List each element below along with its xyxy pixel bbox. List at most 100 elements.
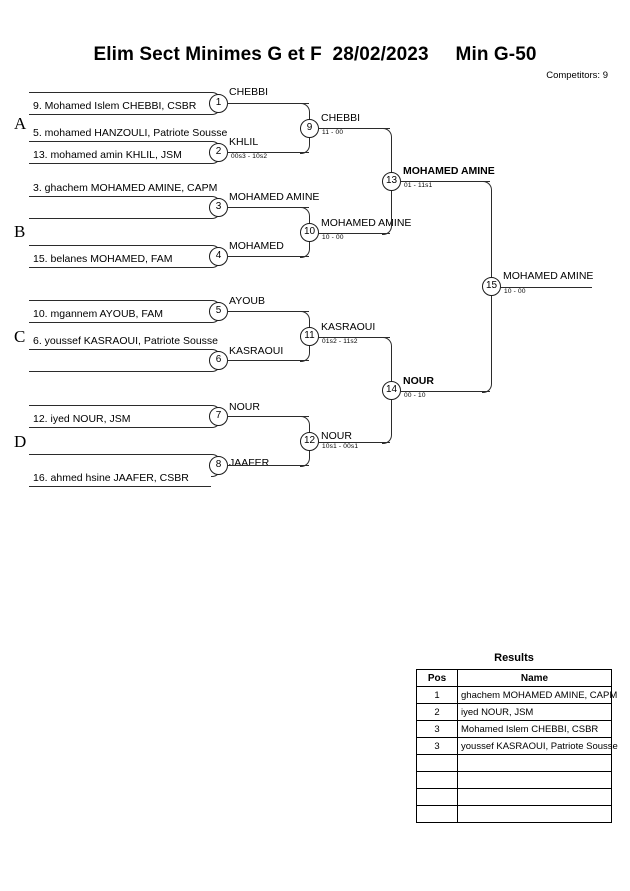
winner-line-m4: [227, 256, 309, 257]
winner-line-m3: [227, 207, 309, 208]
winner-line-m9: [318, 128, 390, 129]
slot-line-m5-top: [29, 300, 211, 301]
match-circle-15[interactable]: 15: [482, 277, 501, 296]
result-pos: [416, 788, 458, 806]
table-row[interactable]: 3 youssef KASRAOUI, Patriote Sousse: [416, 737, 618, 755]
match-circle-13[interactable]: 13: [382, 172, 401, 191]
match-winner-6: KASRAOUI: [229, 345, 284, 357]
match-winner-11: KASRAOUI: [321, 321, 376, 333]
table-row[interactable]: 3 Mohamed Islem CHEBBI, CSBR: [416, 720, 612, 738]
table-row[interactable]: [416, 754, 612, 772]
match-circle-5[interactable]: 5: [209, 302, 228, 321]
result-name: [457, 805, 612, 823]
results-header-row: Pos Name: [416, 669, 612, 687]
match-winner-2: KHLIL: [229, 136, 259, 148]
entrant-mohamed-amine: 3. ghachem MOHAMED AMINE, CAPM: [33, 182, 218, 194]
result-name: ghachem MOHAMED AMINE, CAPM: [457, 686, 617, 704]
match-score-14: 00 - 10: [404, 392, 426, 399]
winner-line-m10: [318, 233, 390, 234]
winner-line-m15: [500, 287, 592, 288]
match-winner-7: NOUR: [229, 401, 260, 413]
match-winner-12: NOUR: [321, 430, 352, 442]
match-winner-9: CHEBBI: [321, 112, 361, 124]
entrant-ayoub: 10. mgannem AYOUB, FAM: [33, 308, 163, 320]
slot-line-m1-top: [29, 92, 211, 93]
match-circle-11[interactable]: 11: [300, 327, 319, 346]
page-title: Elim Sect Minimes G et F 28/02/2023 Min …: [93, 44, 537, 65]
winner-line-m8: [227, 465, 309, 466]
slot-line-m2-bottom: [29, 163, 211, 164]
winner-line-m1: [227, 103, 309, 104]
result-pos: 3: [416, 720, 458, 738]
slot-line-m7-top: [29, 405, 211, 406]
table-row[interactable]: 2 iyed NOUR, JSM: [416, 703, 612, 721]
slot-line-m8-top: [29, 454, 211, 455]
result-name: [457, 788, 612, 806]
match-score-9: 11 - 00: [322, 129, 344, 136]
result-pos: 1: [416, 686, 458, 704]
table-row[interactable]: [416, 771, 612, 789]
result-name: [457, 771, 612, 789]
winner-line-m14: [400, 391, 490, 392]
match-score-15: 10 - 00: [504, 288, 526, 295]
results-table: Pos Name 1 ghachem MOHAMED AMINE, CAPM 2…: [416, 669, 618, 823]
result-pos: [416, 771, 458, 789]
slot-line-m1-bottom: [29, 114, 211, 115]
results-panel: Results Pos Name 1 ghachem MOHAMED AMINE…: [416, 652, 618, 823]
result-name: youssef KASRAOUI, Patriote Sousse: [457, 737, 618, 755]
entrant-hanzouli: 5. mohamed HANZOULI, Patriote Sousse: [33, 127, 228, 139]
winner-line-m12: [318, 442, 390, 443]
table-row[interactable]: [416, 788, 612, 806]
table-row[interactable]: [416, 805, 612, 823]
result-pos: 2: [416, 703, 458, 721]
slot-line-m7-bottom: [29, 427, 211, 428]
match-circle-9[interactable]: 9: [300, 119, 319, 138]
match-circle-1[interactable]: 1: [209, 94, 228, 113]
slot-line-m3-bottom: [29, 218, 211, 219]
winner-line-m2: [227, 152, 309, 153]
table-row[interactable]: 1 ghachem MOHAMED AMINE, CAPM: [416, 686, 617, 704]
result-pos: [416, 754, 458, 772]
match-winner-3: MOHAMED AMINE: [229, 191, 320, 203]
slot-line-m2-top: [29, 141, 211, 142]
slot-line-m6-top: [29, 349, 211, 350]
match-circle-6[interactable]: 6: [209, 351, 228, 370]
match-circle-10[interactable]: 10: [300, 223, 319, 242]
slot-line-m6-bottom: [29, 371, 211, 372]
match-circle-4[interactable]: 4: [209, 247, 228, 266]
winner-line-m7: [227, 416, 309, 417]
match-winner-14: NOUR: [403, 375, 434, 387]
winner-line-m13: [400, 181, 490, 182]
results-col-name: Name: [457, 669, 612, 687]
results-col-pos: Pos: [416, 669, 458, 687]
competitors-count: Competitors: 9: [546, 70, 608, 81]
result-pos: 3: [416, 737, 458, 755]
match-score-10: 10 - 00: [322, 234, 344, 241]
entrant-kasraoui: 6. youssef KASRAOUI, Patriote Sousse: [33, 335, 219, 347]
match-circle-12[interactable]: 12: [300, 432, 319, 451]
match-circle-2[interactable]: 2: [209, 143, 228, 162]
result-name: iyed NOUR, JSM: [457, 703, 612, 721]
match-winner-10: MOHAMED AMINE: [321, 217, 412, 229]
group-label-b: B: [14, 222, 26, 241]
slot-line-m5-bottom: [29, 322, 211, 323]
slot-line-m4-bottom: [29, 267, 211, 268]
winner-line-m5: [227, 311, 309, 312]
match-winner-1: CHEBBI: [229, 86, 269, 98]
match-circle-8[interactable]: 8: [209, 456, 228, 475]
entrant-belanes-mohamed: 15. belanes MOHAMED, FAM: [33, 253, 173, 265]
match-winner-8: JAAFER: [229, 457, 270, 469]
match-circle-7[interactable]: 7: [209, 407, 228, 426]
match-score-13: 01 - 11s1: [404, 182, 433, 189]
group-label-c: C: [14, 327, 26, 346]
group-label-d: D: [14, 432, 27, 451]
match-circle-14[interactable]: 14: [382, 381, 401, 400]
slot-line-m3-top: [29, 196, 211, 197]
winner-line-m6: [227, 360, 309, 361]
match-winner-13: MOHAMED AMINE: [403, 165, 495, 177]
match-score-2: 00s3 - 10s2: [231, 153, 268, 160]
winner-line-m11: [318, 337, 390, 338]
match-circle-3[interactable]: 3: [209, 198, 228, 217]
slot-line-m4-top: [29, 245, 211, 246]
